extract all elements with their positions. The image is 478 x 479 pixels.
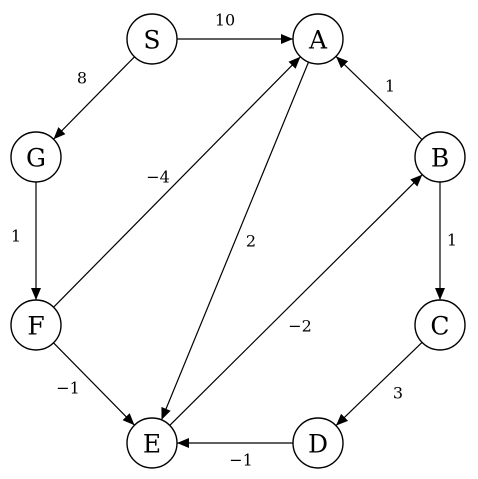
node-f: F bbox=[10, 299, 62, 351]
edge-c-d bbox=[335, 341, 423, 427]
edge-a-e bbox=[160, 61, 310, 421]
weight-label-c-d: 3 bbox=[393, 384, 403, 403]
weight-label-b-a: 1 bbox=[385, 77, 395, 96]
node-e: E bbox=[126, 417, 178, 469]
node-a: A bbox=[292, 13, 344, 65]
weight-label-s-g: 8 bbox=[77, 69, 87, 88]
node-label: F bbox=[27, 312, 44, 341]
node-d: D bbox=[292, 417, 344, 469]
edge-f-a bbox=[53, 56, 301, 308]
weight-label-b-c: 1 bbox=[447, 231, 457, 250]
edge-s-g bbox=[53, 56, 135, 140]
node-label: G bbox=[26, 144, 46, 173]
edge-e-b bbox=[169, 174, 423, 426]
node-circle bbox=[414, 299, 466, 351]
weight-label-g-f: 1 bbox=[11, 227, 21, 246]
node-circle bbox=[292, 13, 344, 65]
node-s: S bbox=[126, 13, 178, 65]
node-b: B bbox=[414, 131, 466, 183]
node-circle bbox=[126, 13, 178, 65]
node-g: G bbox=[10, 131, 62, 183]
weight-label-f-e: −1 bbox=[56, 379, 80, 398]
node-label: D bbox=[308, 430, 328, 459]
weight-label-s-a: 10 bbox=[215, 11, 235, 30]
node-label: B bbox=[431, 144, 449, 173]
node-circle bbox=[126, 417, 178, 469]
node-label: E bbox=[143, 430, 161, 459]
node-label: C bbox=[430, 312, 449, 341]
node-circle bbox=[10, 299, 62, 351]
weight-label-e-b: −2 bbox=[288, 317, 312, 336]
node-circle bbox=[414, 131, 466, 183]
weight-label-f-a: −4 bbox=[146, 168, 170, 187]
node-label: S bbox=[143, 26, 160, 55]
weight-label-d-e: −1 bbox=[229, 451, 253, 470]
node-circle bbox=[292, 417, 344, 469]
node-circle bbox=[10, 131, 62, 183]
edge-b-a bbox=[335, 55, 423, 141]
node-label: A bbox=[308, 26, 328, 55]
node-c: C bbox=[414, 299, 466, 351]
edge-f-e bbox=[53, 342, 135, 426]
weight-label-a-e: 2 bbox=[246, 232, 256, 251]
